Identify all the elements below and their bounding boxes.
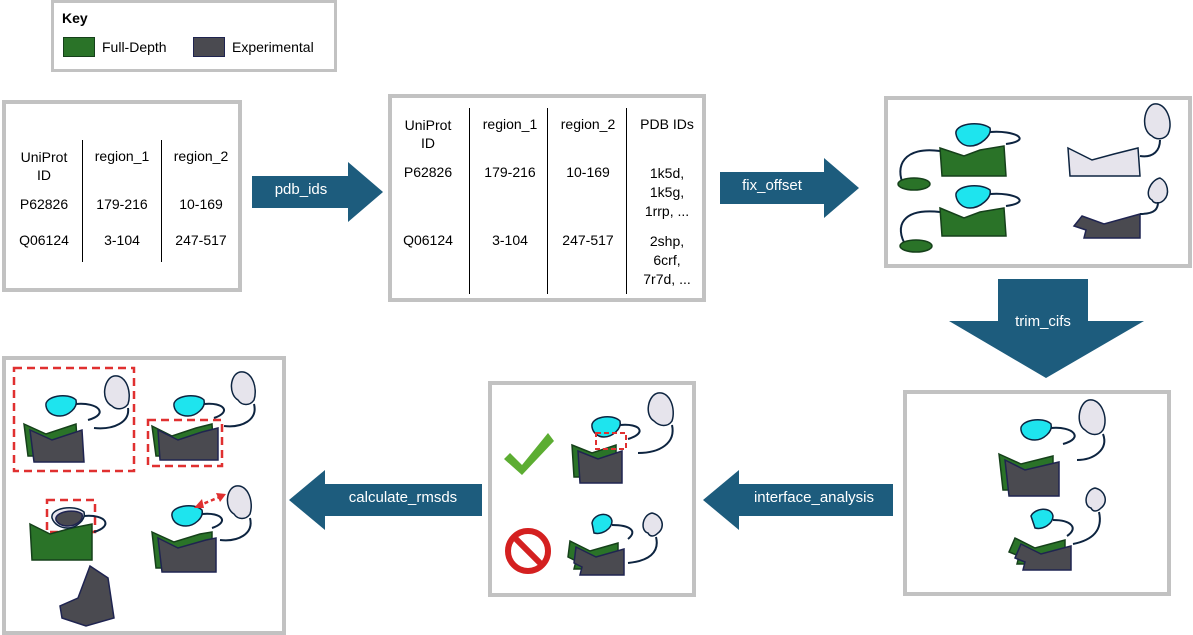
rejected-complex	[567, 512, 663, 576]
table2-cell: 3-104	[492, 232, 528, 248]
table1-cell: 247-517	[175, 232, 227, 248]
legend-label-full-depth: Full-Depth	[102, 39, 167, 55]
arrow-label-calculate-rmsds: calculate_rmsds	[348, 489, 458, 506]
experimental-structure	[1072, 177, 1169, 239]
arrow-fix-offset	[720, 158, 859, 218]
table2-cell: 10-169	[566, 164, 610, 180]
arrow-trim-cifs	[949, 279, 1144, 378]
table1-header-region2: region_2	[173, 148, 229, 164]
table2-header-uniprot: UniProt ID	[404, 117, 452, 151]
table2-header-region1: region_1	[482, 116, 538, 132]
table2-cell: P62826	[403, 164, 453, 180]
accepted-complex	[571, 392, 674, 484]
displacement-arrow-icon	[194, 493, 226, 508]
table2-header-region2: region_2	[560, 116, 616, 132]
table1-cell: Q06124	[19, 232, 69, 248]
table2-cell: 247-517	[562, 232, 614, 248]
legend-label-experimental: Experimental	[232, 39, 314, 55]
table1-divider	[82, 140, 83, 262]
table1-cell: 10-169	[179, 196, 223, 212]
table1-divider	[161, 140, 162, 262]
legend-swatch-full-depth	[63, 37, 95, 57]
arrow-label-fix-offset: fix_offset	[742, 177, 802, 194]
complex-rmsd	[12, 366, 136, 473]
arrow-calculate-rmsds	[289, 470, 482, 530]
offset-structures-panel	[884, 96, 1192, 268]
trimmed-complex	[998, 399, 1106, 497]
partner-structure	[1067, 103, 1171, 177]
legend-swatch-experimental	[193, 37, 225, 57]
key-title: Key	[62, 10, 88, 26]
partner-displacement-rmsd	[151, 485, 252, 573]
arrow-label-pdb-ids: pdb_ids	[274, 181, 328, 198]
interface-analysis-scene	[504, 392, 674, 576]
table1-header-uniprot: UniProt ID	[20, 149, 68, 183]
check-icon	[504, 433, 554, 475]
full-depth-structure	[897, 122, 1021, 191]
ligand-rmsd	[29, 498, 115, 627]
arrow-pdb-ids	[252, 162, 383, 222]
table2-divider	[547, 108, 548, 294]
table2-cell: Q06124	[403, 232, 453, 248]
table1-cell: 3-104	[104, 232, 140, 248]
table-regions: UniProt ID region_1 region_2 P62826 179-…	[2, 100, 242, 292]
table-pdb-ids: UniProt ID region_1 region_2 PDB IDs P62…	[388, 94, 706, 302]
prohibited-icon	[505, 528, 551, 574]
table2-cell: 2shp, 6crf, 7r7d, ...	[643, 233, 691, 287]
offset-structures-scene	[897, 103, 1171, 253]
table2-header-pdb-ids: PDB IDs	[640, 116, 694, 132]
rmsd-scene	[12, 366, 256, 627]
table2-divider	[469, 108, 470, 294]
table1-cell: P62826	[19, 196, 69, 212]
table1-header-region1: region_1	[94, 148, 150, 164]
table2-cell: 1k5d, 1k5g, 1rrp, ...	[644, 165, 690, 219]
trimmed-structures-scene	[998, 399, 1106, 571]
arrow-label-interface-analysis: interface_analysis	[753, 489, 875, 506]
receptor-rmsd	[146, 371, 256, 468]
full-depth-structure	[899, 184, 1021, 253]
table2-divider	[626, 108, 627, 294]
table2-cell: 179-216	[484, 164, 536, 180]
trimmed-complex	[1008, 487, 1106, 571]
table1-cell: 179-216	[96, 196, 148, 212]
arrow-label-trim-cifs: trim_cifs	[1015, 313, 1071, 330]
key-legend: Key Full-Depth Experimental	[51, 0, 337, 72]
arrow-interface-analysis	[703, 470, 893, 530]
